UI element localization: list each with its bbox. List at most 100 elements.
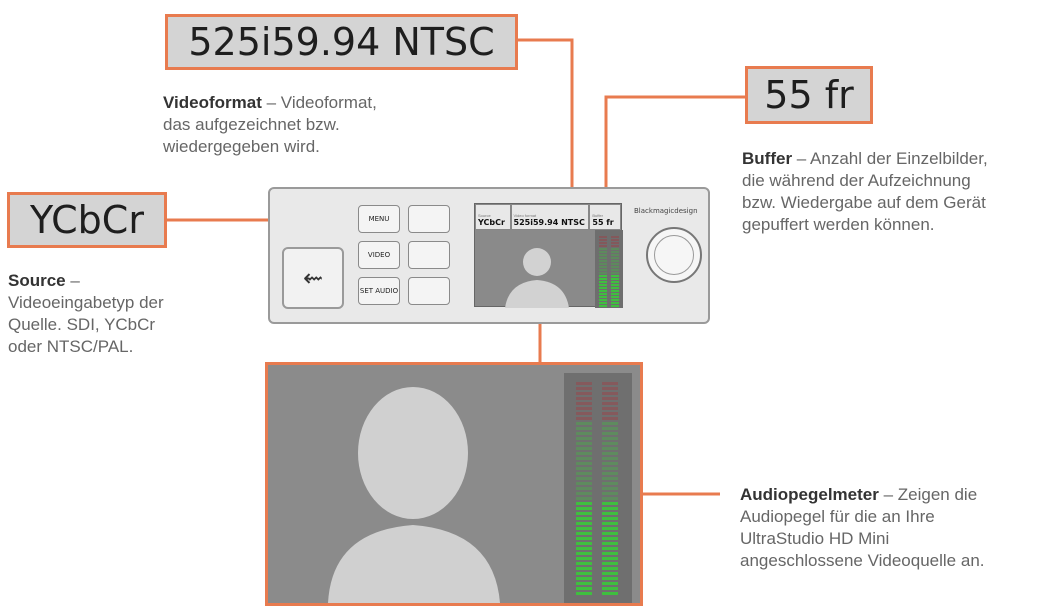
lcd-meter-segment [611, 275, 619, 277]
videoformat-description: Videoformat – Videoformat, das aufgezeic… [163, 92, 377, 158]
audio-meter-segment [602, 452, 618, 455]
lcd-meter-segment [599, 260, 607, 262]
lcd-meter-segment [611, 257, 619, 259]
lcd-meter-segment [611, 245, 619, 247]
buffer-callout-value: 55 fr [764, 73, 854, 117]
video-button[interactable]: VIDEO [358, 241, 400, 269]
lcd-meter-segment [611, 287, 619, 289]
device-front-panel: ⇜ MENU VIDEO SET AUDIO Source YCbCr Vide… [268, 187, 710, 324]
lcd-source-value: YCbCr [478, 218, 505, 227]
audio-meter-segment [576, 442, 592, 445]
audio-meter-background [564, 373, 632, 603]
audio-level-meter [576, 382, 618, 595]
audio-meter-segment [576, 497, 592, 500]
set-audio-button-label: SET AUDIO [359, 287, 399, 295]
lcd-source-cell: Source YCbCr [475, 204, 511, 230]
usb-icon: ⇜ [302, 264, 324, 292]
lcd-meter-segment [611, 293, 619, 295]
audio-meter-segment [576, 517, 592, 520]
audio-meter-segment [602, 577, 618, 580]
lcd-meter-segment [611, 290, 619, 292]
audio-meter-segment [602, 407, 618, 410]
audio-meter-segment [576, 437, 592, 440]
audio-meter-segment [576, 572, 592, 575]
audio-meter-segment [576, 522, 592, 525]
audio-meter-segment [602, 567, 618, 570]
lcd-meter-segment [599, 299, 607, 301]
person-silhouette-icon [328, 387, 500, 603]
menu-button[interactable]: MENU [358, 205, 400, 233]
audio-meter-segment [576, 382, 592, 385]
audio-meter-segment [576, 577, 592, 580]
lcd-meter-segment [599, 287, 607, 289]
lcd-meter-segment [599, 263, 607, 265]
audio-meter-segment [576, 452, 592, 455]
lcd-meter-segment [599, 245, 607, 247]
buffer-line-0: – Anzahl der Einzelbilder, [796, 149, 988, 168]
enlarged-display [265, 362, 643, 606]
audio-meter-segment [576, 542, 592, 545]
lcd-meter-segment [599, 293, 607, 295]
lcd-meter-segment [599, 239, 607, 241]
audio-meter-segment [602, 432, 618, 435]
audio-meter-segment [576, 502, 592, 505]
audio-meter-segment [602, 402, 618, 405]
panel-button-4[interactable] [408, 241, 450, 269]
audio-meter-segment [602, 507, 618, 510]
audio-meter-segment [602, 512, 618, 515]
lcd-meter-segment [611, 302, 619, 304]
audio-line-2: UltraStudio HD Mini [740, 529, 890, 548]
lcd-meter-segment [599, 266, 607, 268]
lcd-format-value: 525i59.94 NTSC [513, 218, 585, 227]
audio-meter-segment [602, 392, 618, 395]
audio-meter-segment [602, 487, 618, 490]
video-button-label: VIDEO [367, 251, 391, 259]
audio-meter-segment [576, 487, 592, 490]
lcd-meter-segment [599, 272, 607, 274]
audio-meter-segment [602, 447, 618, 450]
buffer-line-1: die während der Aufzeichnung [742, 171, 971, 190]
lcd-audio-meter [599, 236, 619, 307]
audio-meter-segment [602, 477, 618, 480]
audio-meter-segment [602, 522, 618, 525]
panel-button-6[interactable] [408, 277, 450, 305]
audio-meter-segment [576, 387, 592, 390]
audio-meter-segment [602, 482, 618, 485]
set-audio-button[interactable]: SET AUDIO [358, 277, 400, 305]
audio-meter-segment [602, 412, 618, 415]
videoformat-line-0: – Videoformat, [266, 93, 377, 112]
lcd-meter-segment [599, 251, 607, 253]
lcd-meter-segment [611, 254, 619, 256]
audio-meter-segment [602, 582, 618, 585]
lcd-status-bar: Source YCbCr Video format 525i59.94 NTSC… [475, 204, 621, 230]
usb-port[interactable]: ⇜ [282, 247, 344, 309]
lcd-meter-segment [611, 272, 619, 274]
audio-description: Audiopegelmeter – Zeigen die Audiopegel … [740, 484, 985, 572]
lcd-meter-segment [611, 242, 619, 244]
audio-meter-segment [576, 432, 592, 435]
audio-meter-segment [576, 447, 592, 450]
audio-meter-segment [602, 552, 618, 555]
lcd-meter-segment [611, 263, 619, 265]
lcd-silhouette-icon [505, 248, 569, 308]
audio-line-3: angeschlossene Videoquelle an. [740, 551, 985, 570]
lcd-meter-segment [611, 269, 619, 271]
lcd-meter-segment [611, 281, 619, 283]
source-line-1: Videoeingabetyp der [8, 293, 164, 312]
lcd-meter-segment [599, 305, 607, 307]
audio-meter-segment [576, 457, 592, 460]
audio-meter-segment [576, 402, 592, 405]
audio-meter-segment [602, 537, 618, 540]
lcd-meter-segment [599, 242, 607, 244]
scroll-wheel[interactable] [646, 227, 702, 283]
lcd-meter-segment [599, 281, 607, 283]
lcd-meter-segment [599, 254, 607, 256]
lcd-meter-segment [599, 236, 607, 238]
audio-meter-segment [576, 427, 592, 430]
audio-meter-segment [576, 472, 592, 475]
lcd-format-cell: Video format 525i59.94 NTSC [510, 204, 590, 230]
menu-button-label: MENU [368, 215, 390, 223]
videoformat-connector [518, 38, 574, 205]
audio-meter-segment [576, 407, 592, 410]
panel-button-2[interactable] [408, 205, 450, 233]
